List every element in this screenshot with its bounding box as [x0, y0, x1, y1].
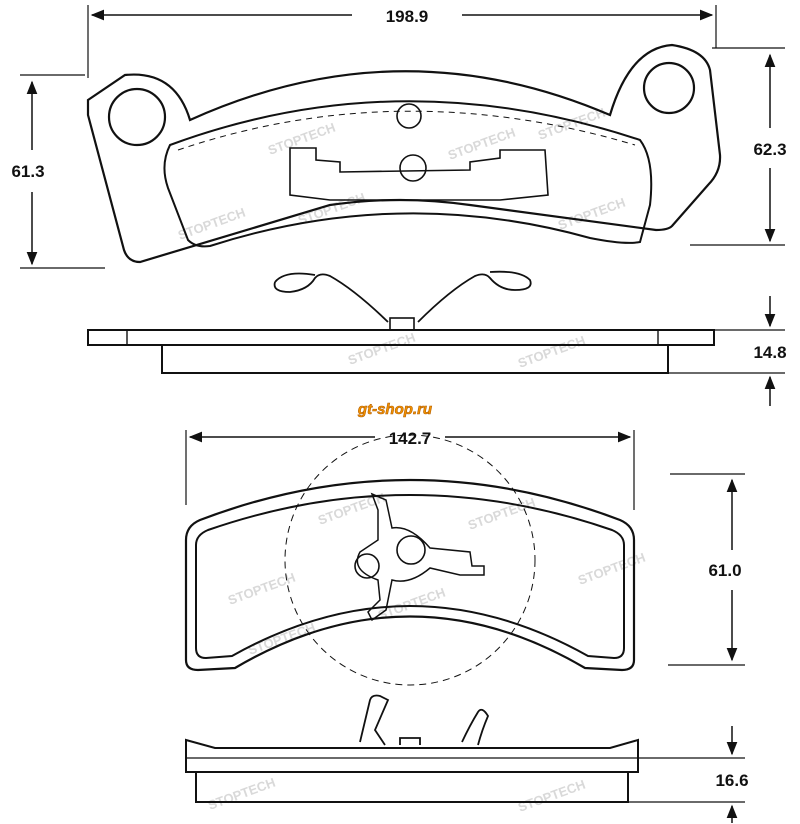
- pad1-height-left-label: 61.3: [11, 162, 44, 181]
- pad1-friction-side: [161, 344, 669, 374]
- watermark-text: STOPTECH: [516, 333, 587, 371]
- pad2-thickness-label: 16.6: [715, 771, 748, 790]
- pad1-left-mount-hole: [107, 87, 167, 147]
- pad2-side-view: [185, 694, 639, 803]
- pad1-height-left-dimension: 61.3: [11, 74, 105, 269]
- pad2-front-view: [184, 434, 636, 686]
- watermark-text: STOPTECH: [226, 570, 297, 608]
- pad1-center-clip: [289, 147, 549, 201]
- gt-shop-logo: gt-shop.ru: [357, 401, 433, 419]
- pad2-spring-clip: [359, 694, 490, 746]
- pad1-spring-clip: [273, 270, 532, 323]
- pad2-friction-material: [195, 494, 625, 660]
- pad2-friction-side: [195, 771, 629, 803]
- pad2-height-dimension: 61.0: [668, 473, 745, 666]
- stoptech-watermarks: STOPTECH STOPTECH STOPTECH STOPTECH STOP…: [176, 105, 647, 815]
- pad1-clip-tab: [389, 317, 415, 331]
- watermark-text: STOPTECH: [206, 775, 277, 813]
- pad2-width-label: 142.7: [389, 429, 432, 448]
- pad1-front-view: [86, 43, 722, 264]
- pad1-thickness-dimension: 14.8: [668, 296, 787, 406]
- pad1-friction-material: [163, 100, 653, 248]
- pad1-height-right-label: 62.3: [753, 140, 786, 159]
- pad1-height-right-dimension: 62.3: [690, 47, 787, 246]
- pad2-center-hole: [396, 535, 426, 565]
- watermark-text: STOPTECH: [576, 550, 647, 588]
- pad1-center-hole-top: [396, 103, 422, 129]
- pad1-right-mount-hole: [642, 61, 696, 115]
- pad1-width-label: 198.9: [386, 7, 429, 26]
- pad2-center-clip: [356, 492, 485, 622]
- pad1-friction-dashed-edge: [177, 110, 636, 151]
- pad2-backing-plate-side: [185, 738, 639, 773]
- watermark-text: STOPTECH: [446, 125, 517, 163]
- logo-text: gt-shop.ru: [357, 401, 432, 418]
- pad1-side-view: [87, 270, 715, 374]
- pad2-small-hole: [354, 553, 380, 579]
- pad1-thickness-label: 14.8: [753, 343, 786, 362]
- pad2-height-label: 61.0: [708, 561, 741, 580]
- pad2-width-dimension: 142.7: [185, 429, 635, 510]
- pad2-thickness-dimension: 16.6: [628, 726, 749, 823]
- pad2-backing-plate: [184, 478, 636, 672]
- watermark-text: STOPTECH: [266, 120, 337, 158]
- watermark-text: STOPTECH: [346, 330, 417, 368]
- watermark-text: STOPTECH: [516, 777, 587, 815]
- watermark-text: STOPTECH: [556, 195, 627, 233]
- pad1-center-hole-lower: [399, 154, 427, 182]
- pad1-width-dimension: 198.9: [87, 5, 717, 78]
- pad2-dashed-circle: [284, 434, 536, 686]
- watermark-text: STOPTECH: [246, 620, 317, 658]
